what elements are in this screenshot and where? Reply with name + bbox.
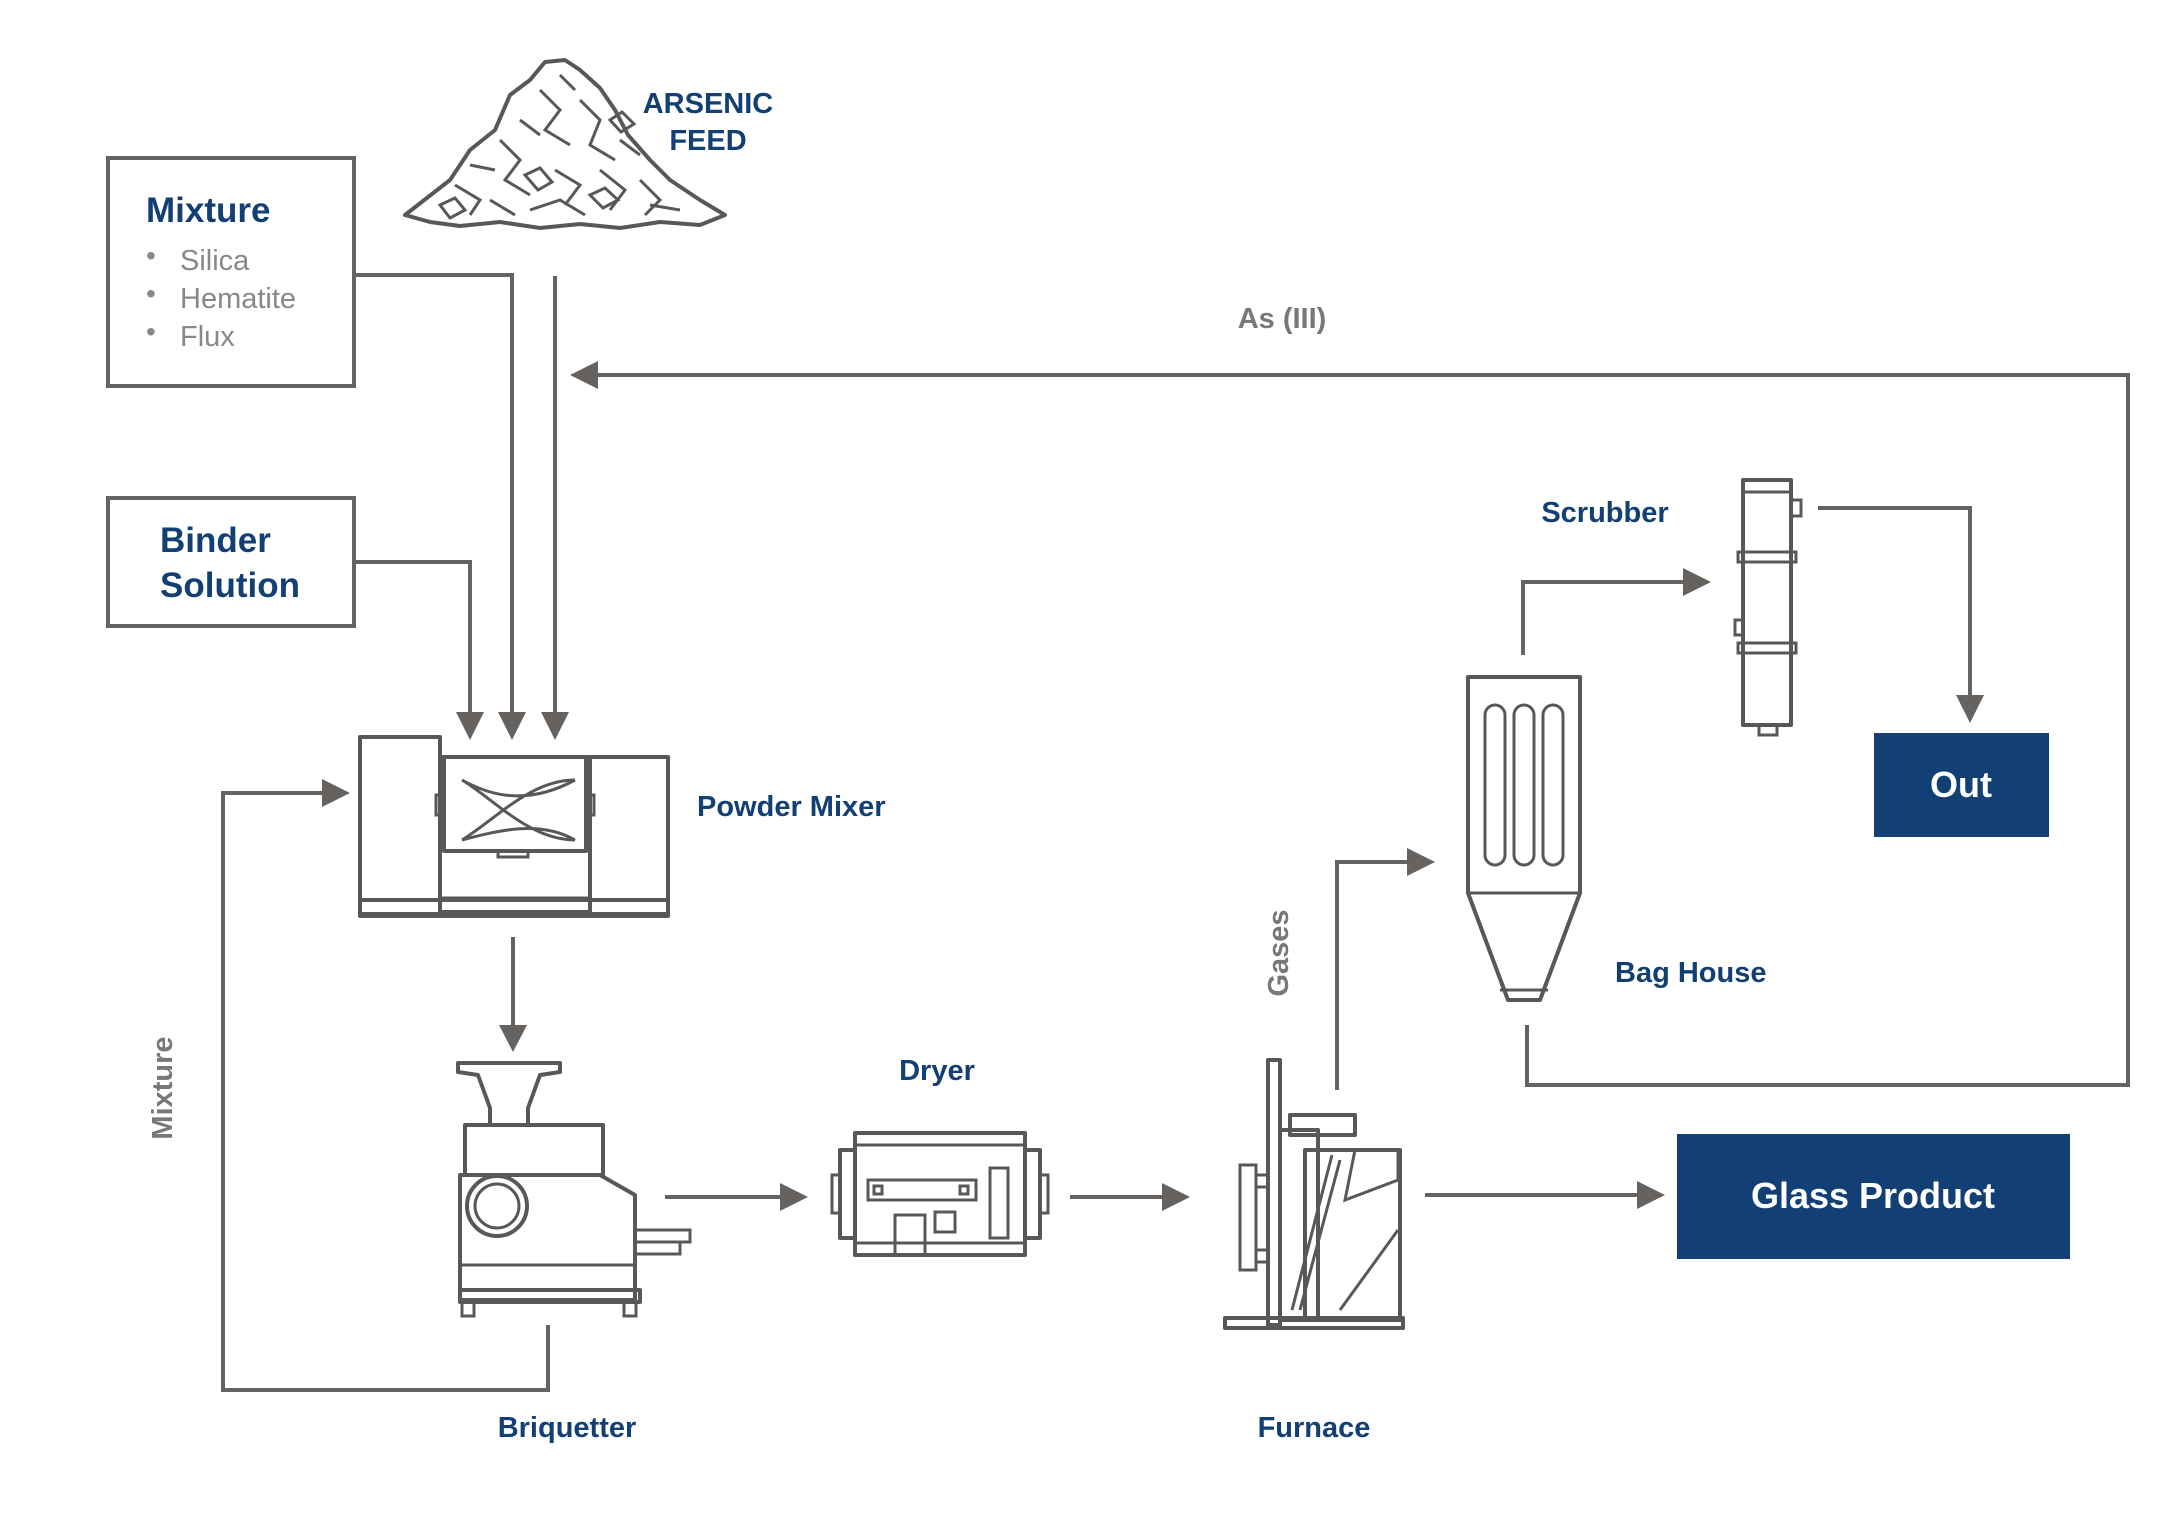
arrow-head <box>499 1025 527 1052</box>
binder-box-line1: Binder <box>160 521 271 560</box>
arsenic-feed-label-line2: FEED <box>669 125 746 157</box>
mixture-to-mixer-line <box>354 273 514 712</box>
mixture-recycle-line <box>221 791 550 1392</box>
arsenic-feed-pile-icon <box>403 58 727 230</box>
mixture-input-box <box>106 156 356 388</box>
gases-to-baghouse-line <box>1335 860 1407 1090</box>
scrubber-label: Scrubber <box>1541 497 1668 529</box>
arrow-head <box>322 779 350 807</box>
as-iii-return-line <box>598 373 2130 1087</box>
powder-mixer-label: Powder Mixer <box>697 791 886 823</box>
mixture-item-silica: Silica <box>180 245 250 277</box>
arrow-head <box>541 712 569 740</box>
arrow-head <box>780 1183 808 1211</box>
mixture-bullet: • <box>146 316 156 347</box>
scrubber-to-out-line <box>1818 506 1972 695</box>
out-label: Out <box>1930 764 1992 805</box>
bag-house-label: Bag House <box>1615 957 1766 989</box>
arrow-head <box>456 712 484 740</box>
out-box: Out <box>1874 733 2049 837</box>
gases-label: Gases <box>1263 909 1295 996</box>
briquetter-label: Briquetter <box>498 1412 637 1444</box>
furnace-label: Furnace <box>1258 1412 1371 1444</box>
mixture-bullet: • <box>146 240 156 271</box>
binder-box-line2: Solution <box>160 566 300 605</box>
mixture-item-hematite: Hematite <box>180 283 296 315</box>
glass-product-label: Glass Product <box>1751 1175 1995 1216</box>
binder-to-mixer-line <box>354 560 472 712</box>
mixture-box-title: Mixture <box>146 191 270 230</box>
baghouse-to-scrubber-line <box>1521 580 1683 655</box>
arrow-head <box>1162 1183 1190 1211</box>
arrow-head <box>1407 848 1435 876</box>
dryer-label: Dryer <box>899 1055 975 1087</box>
mixture-recycle-label: Mixture <box>147 1036 179 1139</box>
briquetter-icon <box>456 1061 692 1318</box>
glass-product-box: Glass Product <box>1677 1134 2070 1259</box>
scrubber-icon <box>1733 478 1803 737</box>
mixture-item-flux: Flux <box>180 321 235 353</box>
dryer-icon <box>830 1131 1050 1257</box>
as-iii-label: As (III) <box>1238 303 1327 335</box>
arrow-head <box>570 361 598 389</box>
arrow-head <box>1683 568 1711 596</box>
bag-house-icon <box>1466 675 1582 1002</box>
binder-solution-box <box>106 496 356 628</box>
arrow-head <box>1637 1181 1665 1209</box>
mixture-bullet: • <box>146 278 156 309</box>
furnace-icon <box>1223 1058 1405 1330</box>
arrow-head <box>498 712 526 740</box>
powder-mixer-icon <box>358 735 670 918</box>
arrow-head <box>1956 695 1984 723</box>
arsenic-feed-label-line1: ARSENIC <box>643 88 774 120</box>
